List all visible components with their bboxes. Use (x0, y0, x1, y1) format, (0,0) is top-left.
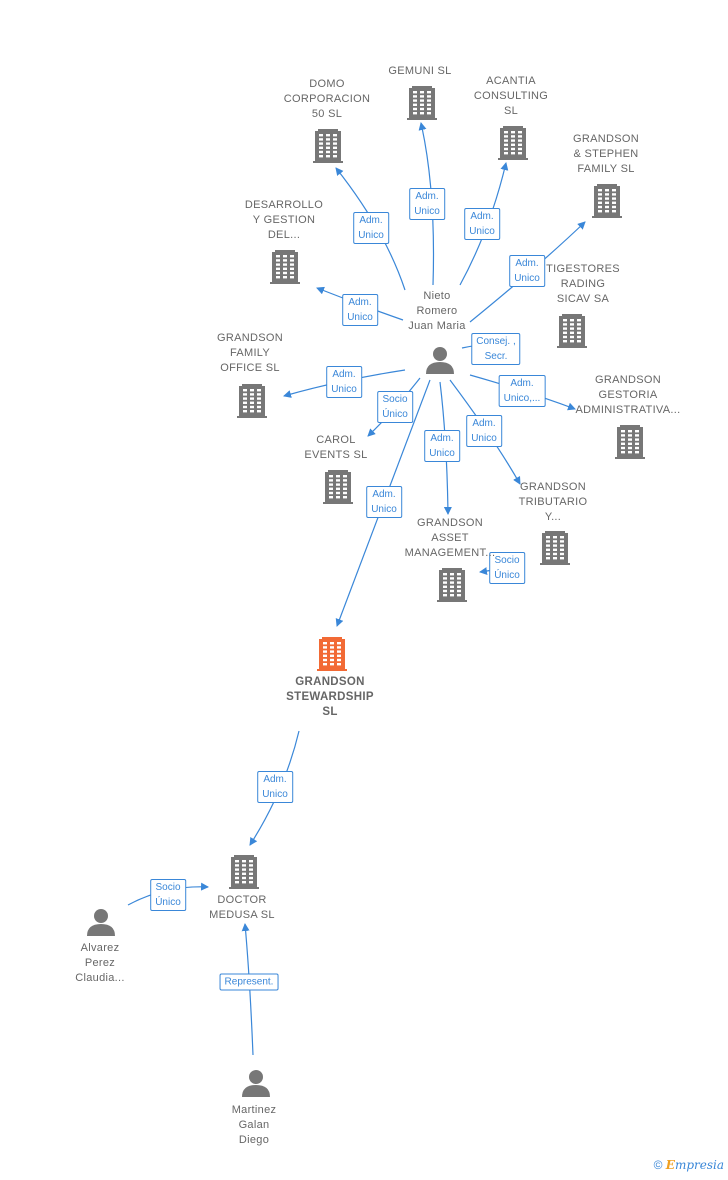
node-label-carol[interactable]: CAROL EVENTS SL (304, 434, 368, 461)
node-label-domo[interactable]: DOMO CORPORACION 50 SL (283, 78, 371, 120)
building-icon-gty[interactable] (540, 531, 570, 565)
building-icon-desarrollo[interactable] (270, 250, 300, 284)
edge-label-gsf[interactable]: Adm. Unico (509, 255, 545, 287)
node-label-nieto[interactable]: Nieto Romero Juan Maria (408, 290, 466, 332)
node-label-tigestores[interactable]: TIGESTORES RADING SICAV SA (546, 263, 620, 305)
edge-label-gs[interactable]: Adm. Unico (366, 486, 402, 518)
node-label-alvarez[interactable]: Alvarez Perez Claudia... (75, 942, 125, 984)
building-icon-tigestores[interactable] (557, 314, 587, 348)
node-label-desarrollo[interactable]: DESARROLLO Y GESTION DEL... (244, 199, 324, 241)
building-icon-gs[interactable] (317, 637, 347, 671)
node-label-gfo[interactable]: GRANDSON FAMILY OFFICE SL (217, 332, 283, 374)
building-icon-gam[interactable] (437, 568, 467, 602)
building-icon-gsf[interactable] (592, 184, 622, 218)
edge-label-gfo[interactable]: Adm. Unico (326, 366, 362, 398)
node-label-doctor[interactable]: DOCTOR MEDUSA SL (209, 894, 275, 921)
node-label-gemuni[interactable]: GEMUNI SL (388, 65, 452, 77)
edge-label-gam_adm[interactable]: Adm. Unico (424, 430, 460, 462)
edge-label-martinez[interactable]: Represent. (219, 973, 279, 991)
footer-brand: © Empresia (654, 1158, 724, 1172)
edge-label-alvarez[interactable]: Socio Único (150, 879, 186, 911)
building-icon-doctor[interactable] (229, 855, 259, 889)
brand-logo: Empresia (665, 1158, 724, 1172)
node-label-martinez[interactable]: Martinez Galan Diego (231, 1104, 277, 1146)
building-icon-gga[interactable] (615, 425, 645, 459)
edge-label-tigestores[interactable]: Consej. , Secr. (471, 333, 521, 365)
edge-label-domo[interactable]: Adm. Unico (353, 212, 389, 244)
edge-label-desarrollo[interactable]: Adm. Unico (342, 294, 378, 326)
node-label-gty[interactable]: GRANDSON TRIBUTARIO Y... (518, 481, 588, 523)
edge-label-carol[interactable]: Socio Único (377, 391, 413, 423)
building-icon-domo[interactable] (313, 129, 343, 163)
edge-label-gga[interactable]: Adm. Unico,... (498, 375, 546, 407)
person-icon-alvarez[interactable] (87, 909, 115, 936)
node-label-gsf[interactable]: GRANDSON & STEPHEN FAMILY SL (573, 133, 639, 175)
node-label-gs[interactable]: GRANDSON STEWARDSHIP SL (286, 676, 374, 718)
building-icon-gemuni[interactable] (407, 86, 437, 120)
copyright-symbol: © (653, 1158, 663, 1172)
person-icon-nieto[interactable] (426, 347, 454, 374)
building-icon-gfo[interactable] (237, 384, 267, 418)
edge-label-doctor[interactable]: Adm. Unico (257, 771, 293, 803)
node-label-acantia[interactable]: ACANTIA CONSULTING SL (473, 75, 549, 117)
person-icon-martinez[interactable] (242, 1070, 270, 1097)
node-label-gga[interactable]: GRANDSON GESTORIA ADMINISTRATIVA... (575, 374, 681, 416)
building-icon-acantia[interactable] (498, 126, 528, 160)
edge-label-acantia[interactable]: Adm. Unico (464, 208, 500, 240)
edge-label-gam_socio[interactable]: Socio Único (489, 552, 525, 584)
node-label-gam[interactable]: GRANDSON ASSET MANAGEMENT... (404, 517, 496, 559)
edge-label-gty[interactable]: Adm. Unico (466, 415, 502, 447)
building-icon-carol[interactable] (323, 470, 353, 504)
edge-label-gemuni[interactable]: Adm. Unico (409, 188, 445, 220)
